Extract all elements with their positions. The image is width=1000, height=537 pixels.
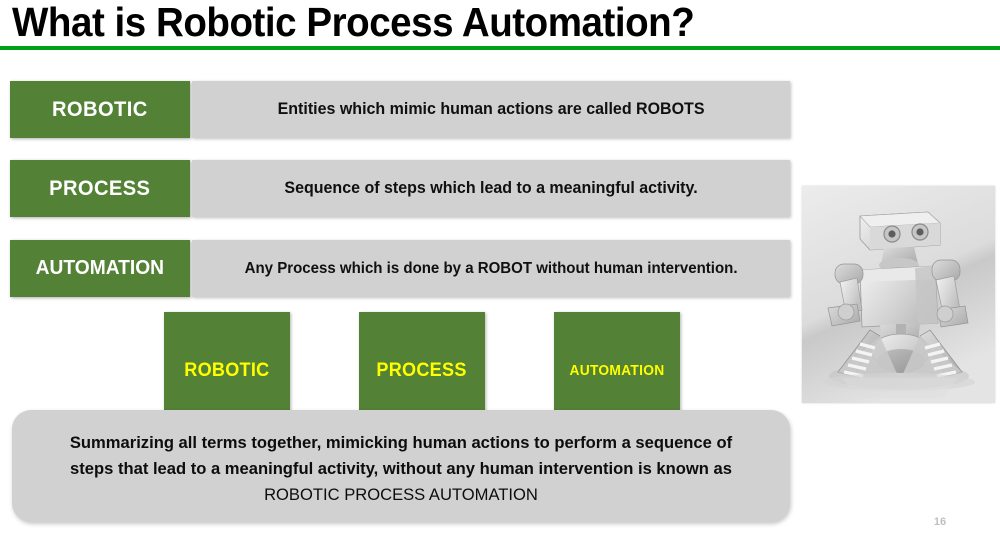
summary-line-3: ROBOTIC PROCESS AUTOMATION — [264, 485, 538, 504]
page-title: What is Robotic Process Automation? — [12, 0, 695, 45]
definition-description-text: Entities which mimic human actions are c… — [277, 100, 705, 118]
definition-term-robotic: ROBOTIC — [10, 81, 190, 138]
definition-row: PROCESS Sequence of steps which lead to … — [10, 160, 790, 217]
definition-row: AUTOMATION Any Process which is done by … — [10, 240, 790, 297]
definition-description-text: Any Process which is done by a ROBOT wit… — [244, 259, 738, 277]
robot-icon — [802, 186, 995, 403]
robot-illustration — [802, 186, 995, 403]
summary-line-2: steps that lead to a meaningful activity… — [70, 459, 732, 478]
definition-term-label: AUTOMATION — [35, 257, 165, 279]
definition-row: ROBOTIC Entities which mimic human actio… — [10, 81, 790, 138]
title-divider — [0, 46, 1000, 50]
definition-term-label: PROCESS — [49, 176, 151, 200]
term-square-label: ROBOTIC — [184, 360, 270, 381]
term-square-label: AUTOMATION — [569, 363, 665, 379]
definition-description-robotic: Entities which mimic human actions are c… — [192, 81, 790, 138]
definition-term-label: ROBOTIC — [52, 97, 148, 121]
summary-line-1: Summarizing all terms together, mimickin… — [69, 433, 733, 452]
definition-description-automation: Any Process which is done by a ROBOT wit… — [192, 240, 790, 297]
definition-description-text: Sequence of steps which lead to a meanin… — [284, 179, 698, 197]
definition-term-automation: AUTOMATION — [10, 240, 190, 297]
definition-term-process: PROCESS — [10, 160, 190, 217]
term-square-label: PROCESS — [376, 360, 468, 381]
summary-box: Summarizing all terms together, mimickin… — [12, 410, 790, 522]
definition-description-process: Sequence of steps which lead to a meanin… — [192, 160, 790, 217]
page-number: 16 — [933, 516, 947, 528]
